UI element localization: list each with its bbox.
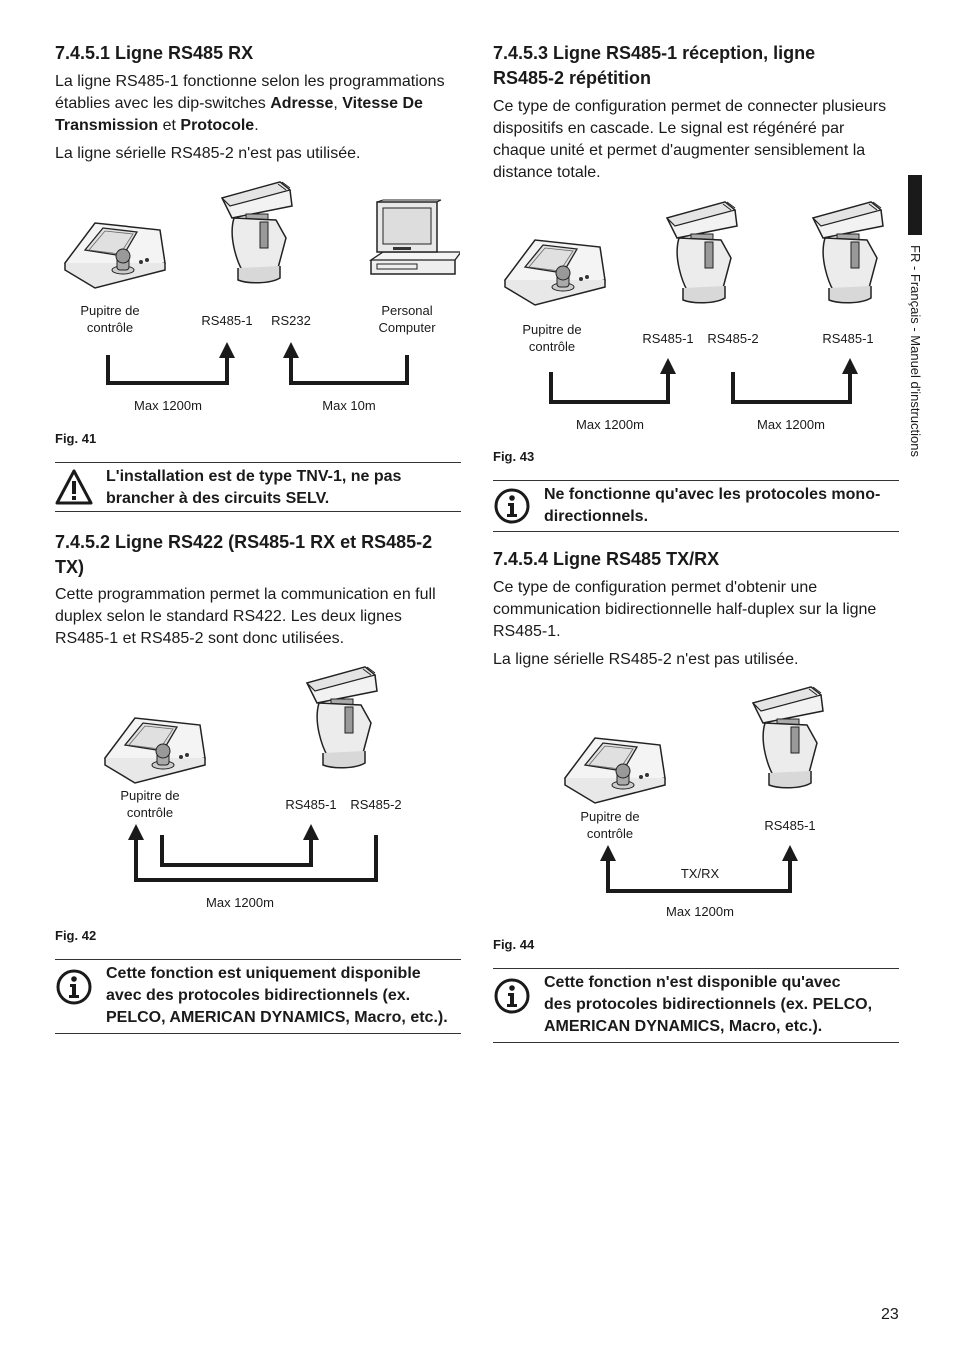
p1-and: et [158,117,181,134]
section-7453-title-line-1: 7.4.5.3 Ligne RS485-1 réception, ligne [493,43,816,63]
p1-bold-protocole: Protocole [180,117,255,134]
info-line-3: AMERICAN DYNAMICS, Macro, etc.). [544,1018,823,1035]
section-7452-paragraph: Cette programmation permet la communicat… [55,586,436,647]
control-keyboard-image [564,737,666,804]
p1-end: . [254,117,259,134]
label-rs232: RS232 [271,313,311,328]
label-rs485-1-second: RS485-1 [822,331,873,346]
ptz-camera-image-2 [812,201,884,304]
label-controle: contrôle [529,339,575,354]
ptz-camera-image [306,666,378,769]
figure-42-caption: Fig. 42 [55,928,97,943]
label-rs485-1: RS485-1 [201,313,252,328]
label-rs485-1: RS485-1 [285,797,336,812]
info-line-2: directionnels. [544,508,649,525]
label-max-1200m: Max 1200m [206,895,274,910]
label-pupitre: Pupitre de [80,303,139,318]
label-controle: contrôle [87,320,133,335]
section-7453-paragraph: Ce type de configuration permet de conne… [493,98,887,181]
label-controle: contrôle [127,805,173,820]
warning-icon [55,469,93,505]
section-title-7452: 7.4.5.2 Ligne RS422 (RS485-1 RX et RS485… [55,530,432,580]
info-text: Cette fonction n'est disponible qu'avec … [544,972,899,1038]
warning-text: L'installation est de type TNV-1, ne pas… [106,466,461,510]
p1-text: La ligne RS485-1 fonctionne selon les pr… [55,73,445,112]
connector-2 [731,358,858,404]
label-personal: Personal [381,303,432,318]
label-max-1200m-1: Max 1200m [576,417,644,432]
info-line-3: PELCO, AMERICAN DYNAMICS, Macro, etc.). [106,1009,448,1026]
ptz-camera-image-1 [666,201,738,304]
connector-txrx [600,845,798,893]
label-max-1200m: Max 1200m [666,904,734,919]
label-rs485-2: RS485-2 [707,331,758,346]
info-icon [494,488,530,524]
label-controle: contrôle [587,826,633,841]
section-title-7453: 7.4.5.3 Ligne RS485-1 réception, ligne R… [493,41,815,91]
connector-outer [128,824,378,882]
warning-line-1: L'installation est de type TNV-1, ne pas [106,468,402,485]
side-label-text: FR - Français - Manuel d'instructions [908,245,923,457]
figure-43: Pupitre de contrôle RS485-1 RS485-2 RS48… [504,201,884,432]
ptz-camera-image [752,686,824,789]
info-line-2: des protocoles bidirectionnels (ex. PELC… [544,996,873,1013]
info-text: Cette fonction est uniquement disponible… [106,963,461,1029]
info-box-bidirectional-2: Cette fonction n'est disponible qu'avec … [493,968,899,1043]
section-7452-title-line-2: TX) [55,557,84,577]
label-pupitre: Pupitre de [580,809,639,824]
figure-43-caption: Fig. 43 [493,449,535,464]
section-7454-paragraph-1: Ce type de configuration permet d'obteni… [493,579,877,640]
section-7454-paragraph-2: La ligne sérielle RS485-2 n'est pas util… [493,651,799,668]
label-rs485-1: RS485-1 [642,331,693,346]
connector-1200m [106,342,235,385]
section-7453-title-line-2: RS485-2 répétition [493,68,652,88]
label-pupitre: Pupitre de [120,788,179,803]
side-label: FR - Français - Manuel d'instructions [908,245,923,457]
p1-bold-vitesse: Vitesse De Transmission [55,95,423,134]
p1-bold-adresse: Adresse [270,95,334,112]
info-line-2: avec des protocoles bidirectionnels (ex. [106,987,411,1004]
info-line-1: Ne fonctionne qu'avec les protocoles mon… [544,486,881,503]
label-rs485-1: RS485-1 [764,818,815,833]
label-pupitre: Pupitre de [522,322,581,337]
label-computer: Computer [378,320,436,335]
label-txrx: TX/RX [681,866,720,881]
info-line-1: Cette fonction est uniquement disponible [106,965,421,982]
section-title-7454: 7.4.5.4 Ligne RS485 TX/RX [493,549,720,569]
info-icon [56,969,92,1005]
connector-1 [549,358,676,404]
section-7451-paragraph-2: La ligne sérielle RS485-2 n'est pas util… [55,145,361,162]
info-text: Ne fonctionne qu'avec les protocoles mon… [544,484,899,528]
label-rs485-2: RS485-2 [350,797,401,812]
info-line-1: Cette fonction n'est disponible qu'avec [544,974,841,991]
warning-box: L'installation est de type TNV-1, ne pas… [55,462,461,512]
info-icon [494,978,530,1014]
connector-inner [160,824,319,867]
label-max-1200m: Max 1200m [134,398,202,413]
figure-41: Pupitre de contrôle RS485-1 RS232 Person… [64,181,460,413]
label-max-10m: Max 10m [322,398,375,413]
section-7451-paragraph-1: La ligne RS485-1 fonctionne selon les pr… [55,71,460,137]
control-keyboard-image [64,222,166,289]
section-7452-title-line-1: 7.4.5.2 Ligne RS422 (RS485-1 RX et RS485… [55,532,433,552]
warning-line-2: brancher à des circuits SELV. [106,490,330,507]
personal-computer-image [370,199,460,275]
page-number: 23 [881,1306,899,1323]
section-title-7451: 7.4.5.1 Ligne RS485 RX [55,43,254,63]
ptz-camera-image [221,181,293,284]
figure-44: Pupitre de contrôle RS485-1 TX/RX Max 12… [564,686,824,919]
control-keyboard-image [504,239,606,306]
control-keyboard-image [104,717,206,784]
p1-sep: , [333,95,343,112]
label-max-1200m-2: Max 1200m [757,417,825,432]
info-box-mono: Ne fonctionne qu'avec les protocoles mon… [493,480,899,532]
figure-44-caption: Fig. 44 [493,937,535,952]
figure-41-caption: Fig. 41 [55,431,97,446]
connector-10m [283,342,409,385]
side-tab-marker [908,175,922,235]
figure-42: Pupitre de contrôle RS485-1 RS485-2 Max … [104,666,402,910]
info-box-bidirectional: Cette fonction est uniquement disponible… [55,959,461,1034]
